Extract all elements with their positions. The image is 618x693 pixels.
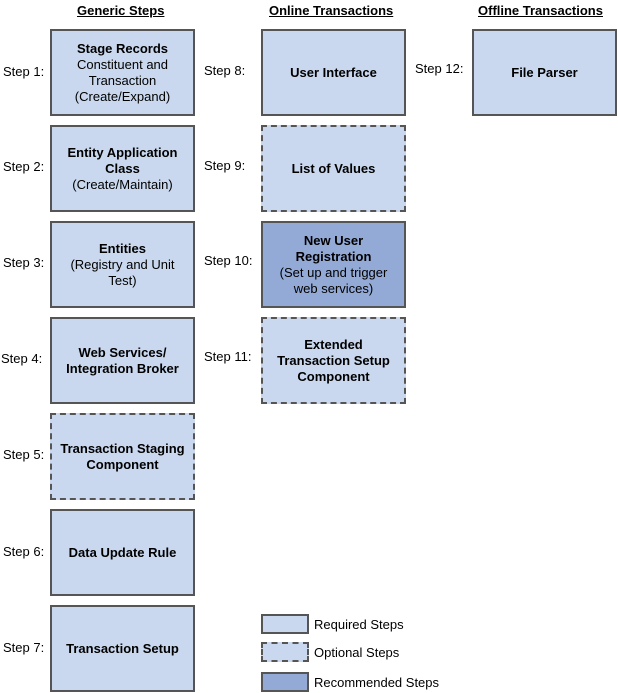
step-7-label: Step 7: [3, 640, 45, 655]
step-5-title: Transaction Staging Component [60, 440, 185, 472]
legend-required-swatch [261, 614, 309, 634]
step-9-box: List of Values [261, 125, 406, 212]
header-generic-steps: Generic Steps [77, 3, 165, 18]
step-10-box: New User Registration (Set up and trigge… [261, 221, 406, 308]
step-2-label: Step 2: [3, 159, 45, 174]
header-online-transactions: Online Transactions [269, 3, 394, 18]
step-3-box: Entities (Registry and Unit Test) [50, 221, 195, 308]
step-8-box: User Interface [261, 29, 406, 116]
step-11-title: Extended Transaction Setup Component [277, 336, 390, 384]
step-2-title: Entity Application Class [67, 144, 178, 176]
step-12-label: Step 12: [415, 61, 464, 76]
step-5-box: Transaction Staging Component [50, 413, 195, 500]
step-9-label: Step 9: [204, 158, 246, 173]
step-6-box: Data Update Rule [50, 509, 195, 596]
header-offline-transactions: Offline Transactions [478, 3, 603, 18]
step-11-label: Step 11: [204, 349, 252, 364]
step-2-box: Entity Application Class (Create/Maintai… [50, 125, 195, 212]
step-10-title: New User Registration [295, 232, 372, 264]
step-7-title: Transaction Setup [66, 640, 179, 656]
step-4-title: Web Services/ Integration Broker [66, 344, 179, 376]
legend-required-label: Required Steps [314, 617, 404, 632]
step-12-title: File Parser [511, 64, 578, 80]
legend-recommended-swatch [261, 672, 309, 692]
legend-optional-label: Optional Steps [314, 645, 400, 660]
step-7-box: Transaction Setup [50, 605, 195, 692]
step-10-subtitle: (Set up and trigger web services) [279, 264, 388, 296]
step-3-title: Entities [99, 240, 146, 256]
step-11-box: Extended Transaction Setup Component [261, 317, 406, 404]
step-9-title: List of Values [291, 160, 376, 176]
step-5-label: Step 5: [3, 447, 45, 462]
step-12-box: File Parser [472, 29, 617, 116]
legend-optional-swatch [261, 642, 309, 662]
step-6-title: Data Update Rule [68, 544, 177, 560]
step-4-label: Step 4: [1, 351, 43, 366]
step-3-subtitle: (Registry and Unit Test) [70, 256, 175, 288]
step-2-subtitle: (Create/Maintain) [72, 176, 173, 192]
step-1-title: Stage Records [76, 40, 169, 56]
legend-recommended-label: Recommended Steps [314, 675, 440, 690]
step-6-label: Step 6: [3, 544, 45, 559]
step-10-label: Step 10: [204, 253, 253, 268]
step-1-label: Step 1: [3, 64, 45, 79]
step-3-label: Step 3: [3, 255, 45, 270]
step-4-box: Web Services/ Integration Broker [50, 317, 195, 404]
step-1-box: Stage Records Constituent and Transactio… [50, 29, 195, 116]
step-1-subtitle: Constituent and Transaction (Create/Expa… [74, 56, 171, 104]
step-8-label: Step 8: [204, 63, 246, 78]
step-8-title: User Interface [290, 64, 377, 80]
